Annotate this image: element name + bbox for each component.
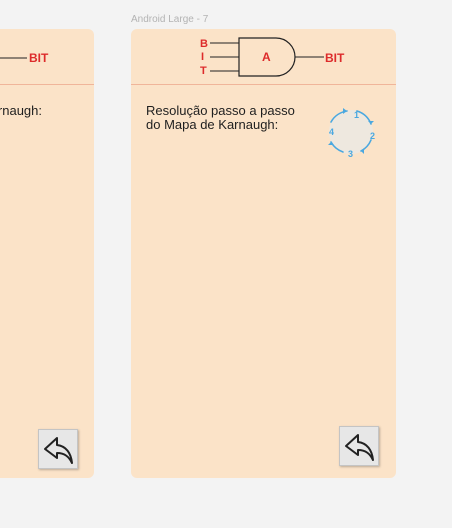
- frame-previous: BIT Karnaugh:: [0, 29, 94, 478]
- reply-arrow-icon: [44, 437, 73, 464]
- cycle-step-4: 4: [329, 127, 334, 137]
- header-divider: [0, 84, 94, 85]
- and-gate-symbol: [238, 37, 296, 77]
- gate-output-label: BIT: [29, 51, 49, 65]
- frame-label: Android Large - 7: [131, 14, 209, 25]
- logic-gate-header: B I T A BIT: [200, 37, 345, 77]
- header-divider: [131, 84, 396, 85]
- back-button[interactable]: [38, 429, 78, 469]
- back-button[interactable]: [339, 426, 379, 466]
- frame-android-large-7: B I T A BIT Resolução passo a passo do M…: [131, 29, 396, 478]
- gate-input-t: T: [200, 65, 207, 77]
- gate-input-i: I: [201, 51, 204, 63]
- cycle-steps-icon: 1 2 3 4: [328, 108, 375, 159]
- cycle-step-2: 2: [370, 131, 375, 141]
- logic-gate-header-partial: BIT: [0, 51, 49, 65]
- gate-input-b: B: [200, 38, 208, 50]
- cycle-step-3: 3: [348, 149, 353, 159]
- description-text: Resolução passo a passo do Mapa de Karna…: [146, 103, 295, 132]
- gate-label: A: [262, 50, 271, 64]
- gate-output-label: BIT: [325, 51, 345, 65]
- reply-arrow-icon: [345, 434, 374, 461]
- cycle-step-1: 1: [354, 110, 359, 120]
- description-partial: Karnaugh:: [0, 103, 42, 118]
